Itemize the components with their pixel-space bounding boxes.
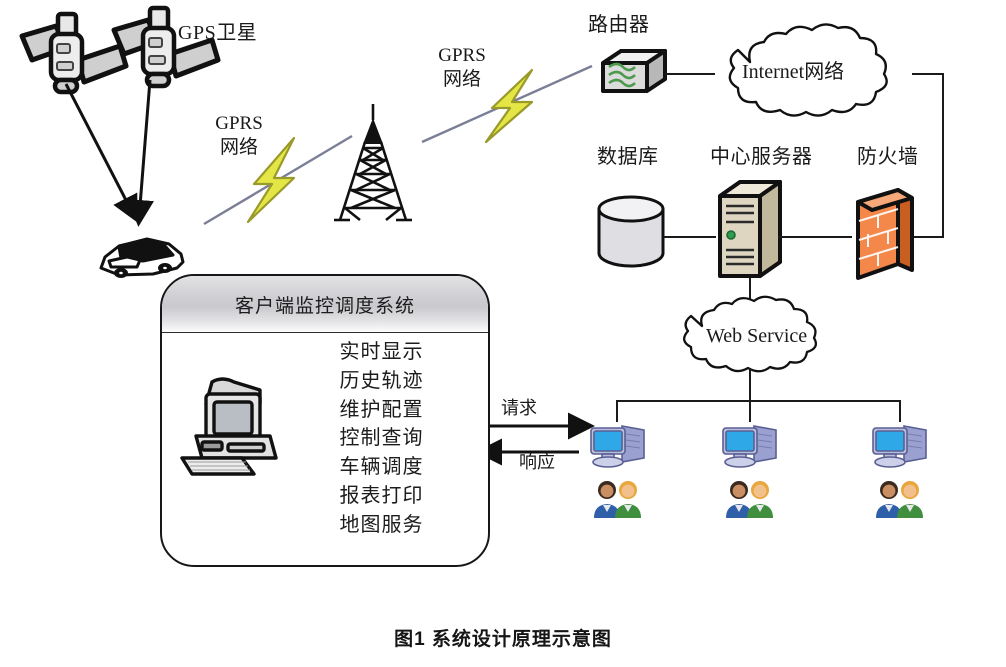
response-label: 响应 [519,452,555,472]
link-server-webservice [749,278,751,306]
web-service-cloud-label: Web Service [706,325,808,347]
link-bus-terminal-3 [899,400,901,422]
desktop-computer-icon [178,372,294,480]
user-pair-1-icon [590,478,646,518]
figure-caption: 图1 系统设计原理示意图 [394,629,612,650]
gprs-right-line2: 网络 [442,68,481,90]
firewall-brick-icon [850,186,920,282]
link-server-firewall [778,236,852,238]
router-label: 路由器 [588,14,650,36]
terminal-bus-line [616,400,901,402]
cell-tower-icon [330,104,416,222]
lightning-bolt-right-icon [418,60,596,148]
gprs-left-line1: GPRS [215,113,263,134]
gps-satellite-label: GPS卫星 [178,22,258,44]
firewall-label: 防火墙 [857,146,919,168]
user-pair-2-icon [722,478,778,518]
link-right-down-firewall [942,73,944,238]
client-function-item: 实时显示 [339,341,424,363]
satellite-right-icon [110,2,221,102]
link-router-internet [665,73,715,75]
router-icon [597,45,669,99]
client-function-list: 实时显示 历史轨迹 维护配置 控制查询 车辆调度 报表打印 地图服务 [294,338,469,540]
terminal-station-1 [588,420,650,470]
link-into-firewall [906,236,944,238]
request-label: 请求 [501,398,537,418]
client-function-item: 地图服务 [339,513,424,536]
client-monitoring-system-box: 客户端监控调度系统 实时 [160,274,490,567]
client-box-header: 客户端监控调度系统 [162,276,488,333]
client-function-item: 报表打印 [339,484,424,507]
central-server-label: 中心服务器 [710,146,813,168]
client-function-item: 车辆调度 [339,456,424,479]
client-function-item: 维护配置 [339,398,424,421]
database-cylinder-icon [596,195,666,268]
lightning-bolt-left-icon [198,130,358,230]
server-tower-icon [714,178,786,282]
link-webservice-bus [749,368,751,401]
gprs-left-line2: 网络 [219,136,258,158]
link-internet-right [912,73,944,75]
internet-cloud-icon [704,23,920,120]
gprs-right-line1: GPRS [438,45,486,66]
internet-cloud-label: Internet网络 [742,61,845,83]
satellite-left-icon [18,8,129,108]
vehicle-car-icon [93,228,189,284]
link-bus-terminal-2 [749,400,751,422]
database-label: 数据库 [597,146,659,168]
terminal-station-2 [720,420,782,470]
user-pair-3-icon [872,478,928,518]
satellite-beam-arrows [50,78,190,228]
client-function-item: 控制查询 [339,427,424,450]
request-response-arrows [475,412,595,466]
link-database-server [664,236,716,238]
gprs-right-label: GPRS 网络 [420,44,504,92]
terminal-station-3 [870,420,932,470]
client-box-title: 客户端监控调度系统 [234,295,415,317]
link-bus-terminal-1 [616,400,618,422]
gprs-left-label: GPRS 网络 [197,112,281,160]
web-service-cloud-icon [666,295,838,374]
client-function-item: 历史轨迹 [339,369,424,392]
